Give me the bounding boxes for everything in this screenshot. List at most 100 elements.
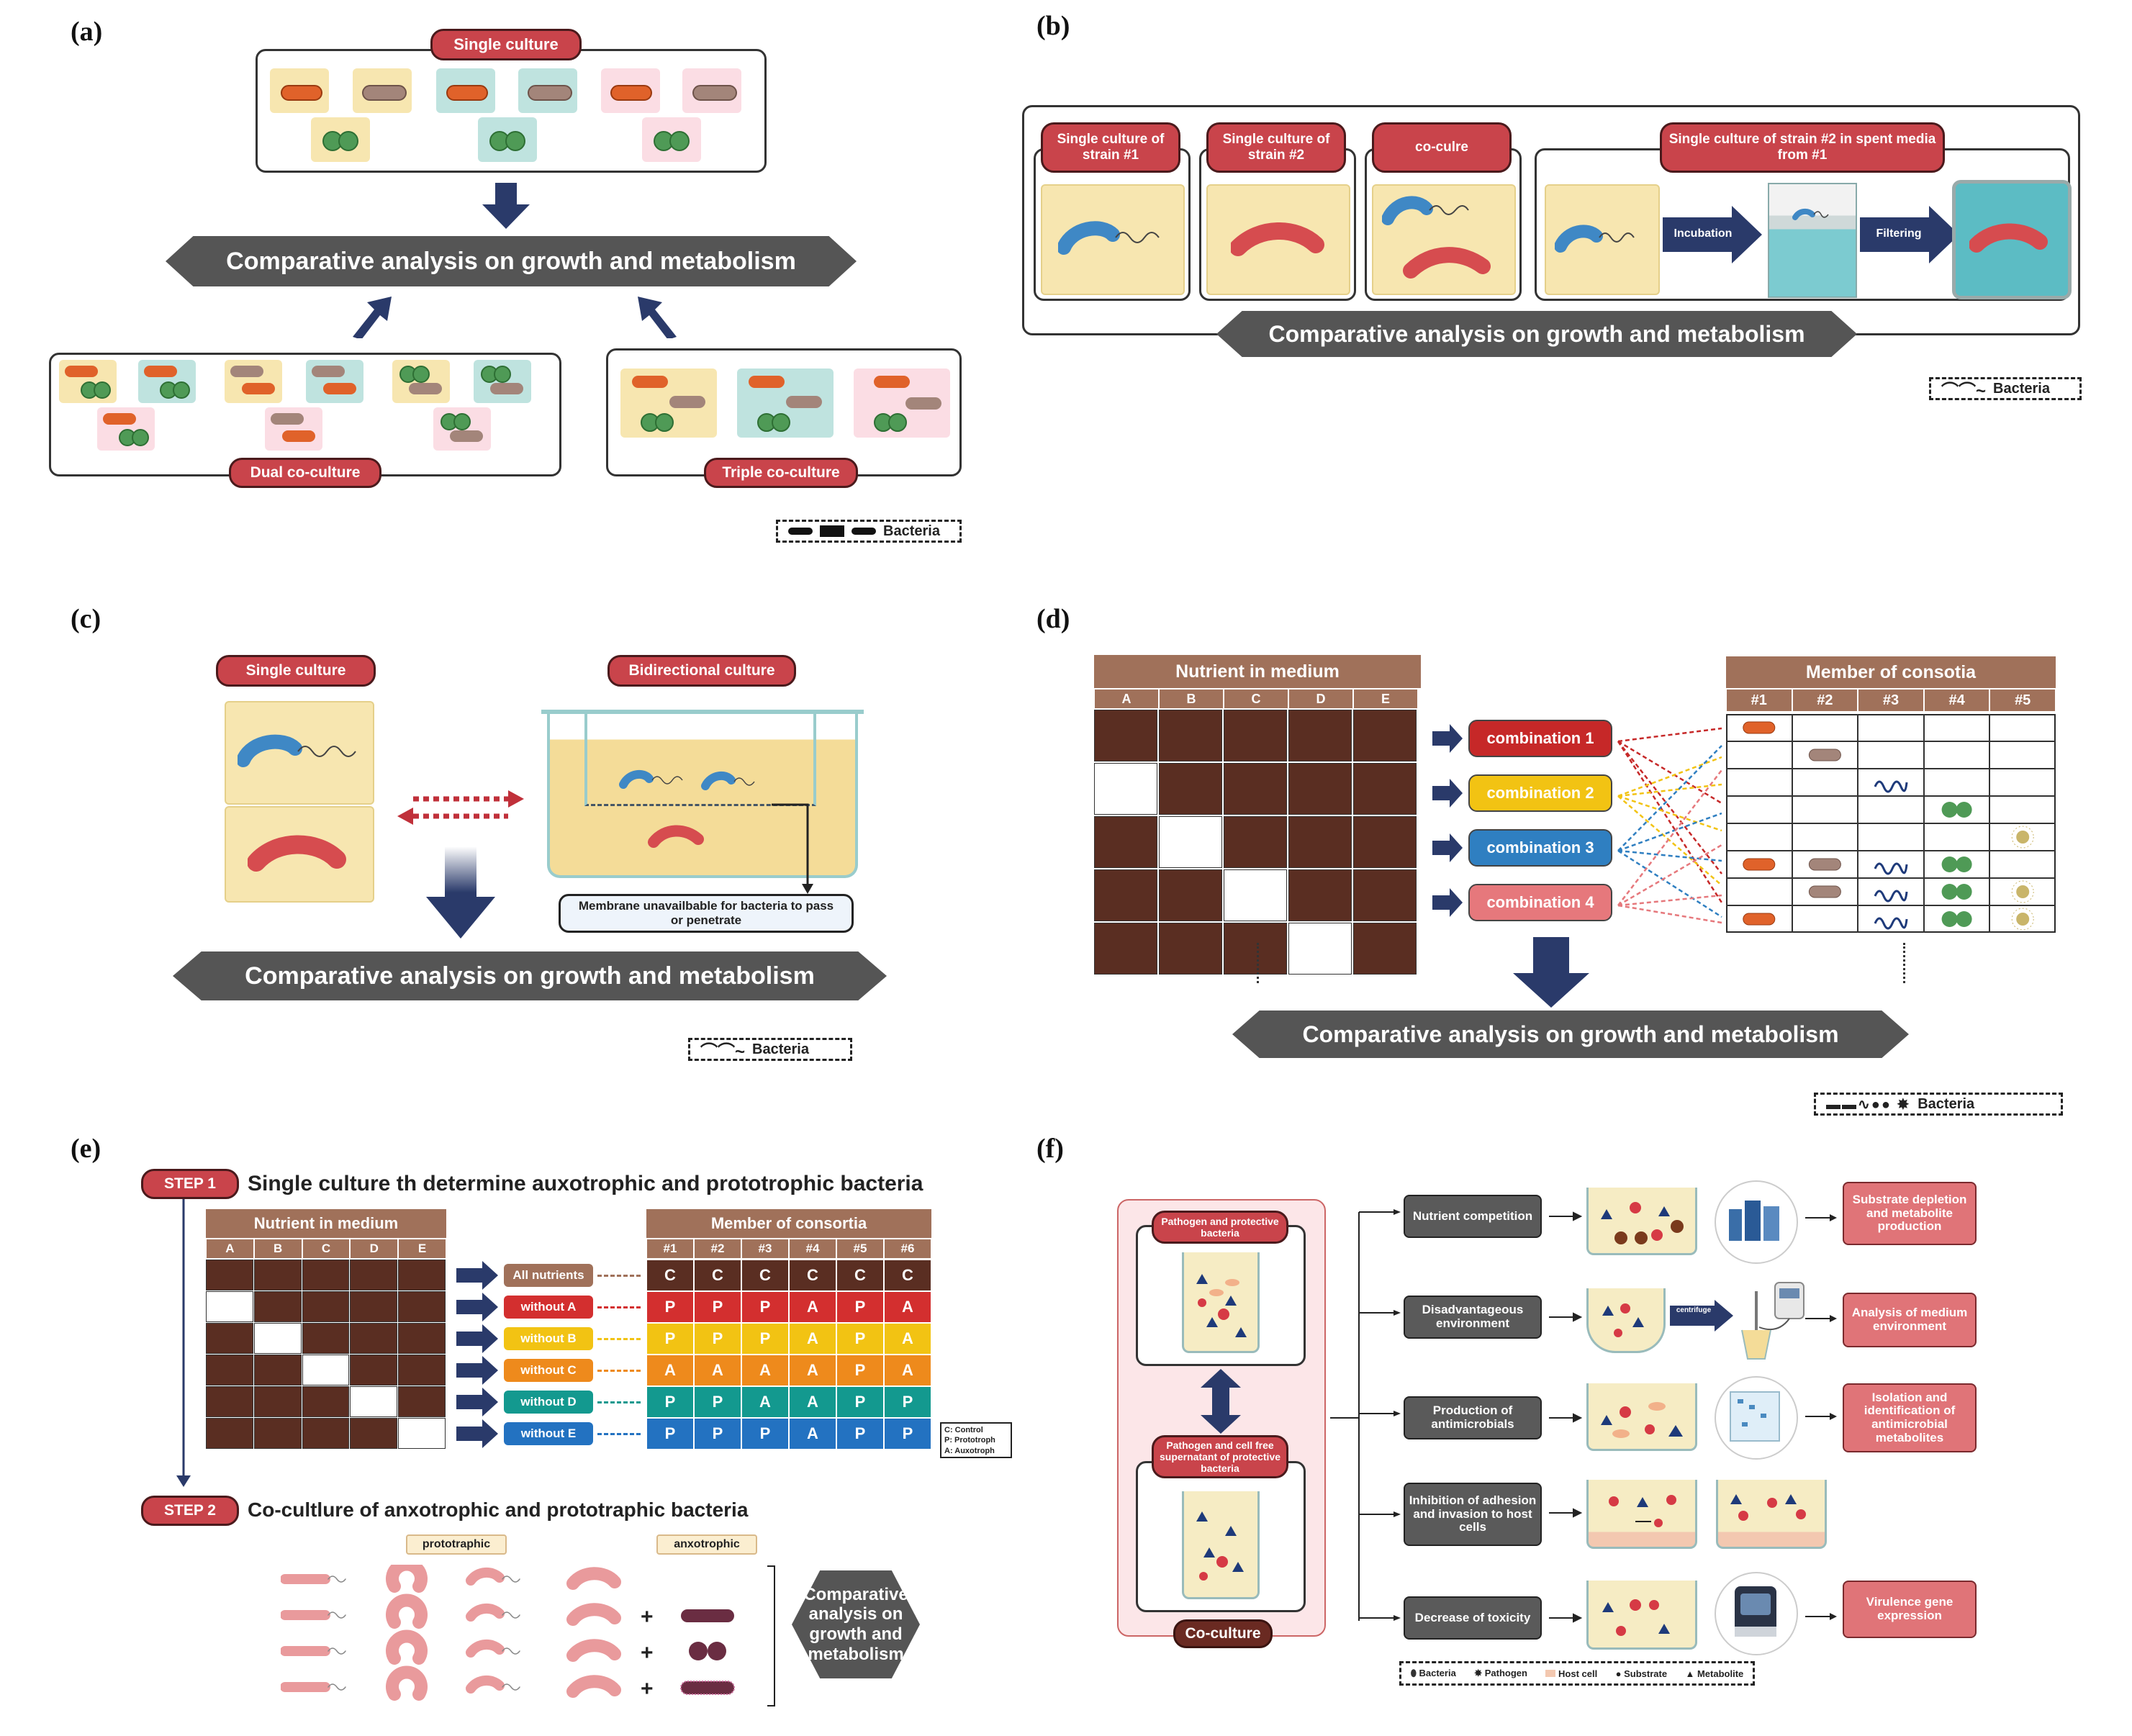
legend-pathogen: ✸ Pathogen [1474, 1668, 1527, 1678]
combo-arrow-icon [1432, 724, 1463, 753]
member-cell [1989, 741, 2056, 769]
matrix-cell: C [646, 1260, 694, 1291]
member-cell [1792, 878, 1858, 905]
member-header-e: Member of consortia [646, 1209, 931, 1238]
member-cell [1726, 905, 1792, 933]
incubation-label: Incubation [1673, 227, 1733, 240]
member-cell [1858, 823, 1924, 851]
flagellated-rod-icon [1555, 225, 1635, 253]
nutrient-cell-e [350, 1386, 398, 1417]
nutrient-col-e-B: B [254, 1239, 302, 1258]
member-header-d: Member of consotia [1726, 656, 2056, 688]
single-strain1-pill: Single culture of strain #1 [1041, 122, 1180, 173]
member-col-1: #1 [1727, 690, 1792, 711]
member-cell [1792, 851, 1858, 878]
nutrient-cell-e [398, 1260, 446, 1290]
member-cell [1726, 796, 1792, 823]
panel-d-label: (d) [1036, 604, 1070, 634]
mechanism-disadvantageous-environment: Disadvantageous environment [1404, 1296, 1542, 1339]
matrix-cell: A [884, 1291, 931, 1323]
nutrient-cell-e [398, 1418, 446, 1449]
matrix-cell: A [884, 1355, 931, 1386]
svg-text:+: + [641, 1641, 654, 1665]
beaker-contents-icon [1196, 1274, 1247, 1337]
antimicrobial-contents-icon [1601, 1402, 1683, 1438]
nutrient-cell-e [253, 1386, 302, 1417]
down-arrow-icon [1513, 937, 1589, 1008]
nutrient-cell [1094, 816, 1157, 868]
legend-a-label: Bacteria [883, 523, 940, 539]
nutrient-cell [1159, 816, 1222, 868]
member-cell [1923, 769, 1990, 796]
member-col-e-6: #6 [885, 1239, 931, 1258]
condition-1: All nutrients [504, 1264, 593, 1287]
nutrient-cell [1224, 869, 1287, 921]
nutrient-cell-e [302, 1355, 350, 1385]
prototroph-auxotroph-combos: +++ [281, 1565, 775, 1706]
mechanism-nutrient-competition: Nutrient competition [1404, 1195, 1542, 1238]
strain2-well [1206, 184, 1350, 295]
matrix-cell: P [884, 1418, 931, 1450]
member-cell [1989, 796, 2056, 823]
panel-b-label: (b) [1036, 11, 1070, 41]
member-cell [1923, 905, 1990, 933]
arrow-right-icon [1805, 1613, 1837, 1620]
nutrient-cell-e [206, 1260, 253, 1290]
mechanism-arrows-icon [1549, 1211, 1583, 1623]
mauve-rod-icon [692, 85, 737, 101]
member-cell [1923, 741, 1990, 769]
legend-bacteria: ⬮ Bacteria [1410, 1668, 1456, 1678]
double-arrow-icon [1201, 1369, 1241, 1434]
matrix-cell: P [741, 1418, 789, 1450]
triple-coculture-pill: Triple co-culture [704, 458, 858, 488]
legend-c-label: Bacteria [752, 1041, 809, 1057]
member-col-5: #5 [1990, 690, 2055, 711]
orange-rod-icon [65, 366, 98, 377]
nutrient-col-e-E: E [399, 1239, 446, 1258]
nutrient-cell [1159, 869, 1222, 921]
bidirectional-pill: Bidirectional culture [607, 655, 796, 687]
comparative-analysis-hex-e: Comparative analysis on growth and metab… [792, 1570, 920, 1678]
member-cell [1858, 878, 1924, 905]
condition-5: without D [504, 1391, 593, 1414]
matrix-cell: P [646, 1323, 694, 1355]
rod-legend-icon [852, 528, 876, 535]
panel-e-label: (e) [71, 1134, 101, 1164]
nutrient-col-e-D: D [351, 1239, 398, 1258]
coccus-icon [494, 366, 511, 383]
legend-a: Bacteria [776, 520, 962, 543]
nutrient-cell-e [253, 1291, 302, 1322]
condition-dash [597, 1401, 641, 1403]
condition-dash [597, 1306, 641, 1308]
condition-arrow-icon [456, 1293, 498, 1321]
nutrient-cell [1224, 816, 1287, 868]
member-cell [1726, 823, 1792, 851]
nutrient-cell-e [302, 1260, 350, 1290]
mauve-rod-icon [528, 85, 572, 101]
matrix-cell: P [836, 1291, 884, 1323]
nutrient-cell [1288, 923, 1352, 975]
condition-6: without E [504, 1422, 593, 1445]
matrix-cell: A [789, 1291, 836, 1323]
coculture-pill-b: co-culre [1372, 122, 1512, 173]
matrix-cell: P [646, 1386, 694, 1418]
coculture-pill-f: Co-culture [1173, 1619, 1273, 1648]
down-arrow-icon [482, 183, 530, 229]
mauve-rod-icon [490, 383, 523, 394]
coccus-icon [888, 413, 907, 432]
result-substrate-depletion: Substrate depletion and metabolite produ… [1843, 1182, 1977, 1245]
mauve-rod-icon [362, 85, 407, 101]
nutrient-col-B: B [1160, 690, 1223, 708]
combo-arrow-icon [1432, 833, 1463, 862]
matrix-cell: P [646, 1418, 694, 1450]
step-arrow-icon [176, 1199, 191, 1487]
legend-host-cell: Host cell [1545, 1668, 1597, 1679]
member-cell [1923, 851, 1990, 878]
filtering-arrow-icon [1860, 206, 1959, 263]
single-culture-pill-c: Single culture [216, 655, 376, 687]
nutrient-cell-e [206, 1418, 253, 1449]
key-control: C: Control [944, 1426, 983, 1434]
instrument-lens [1715, 1572, 1798, 1655]
beaker-icon [1182, 1252, 1260, 1353]
member-col-e-2: #2 [695, 1239, 741, 1258]
